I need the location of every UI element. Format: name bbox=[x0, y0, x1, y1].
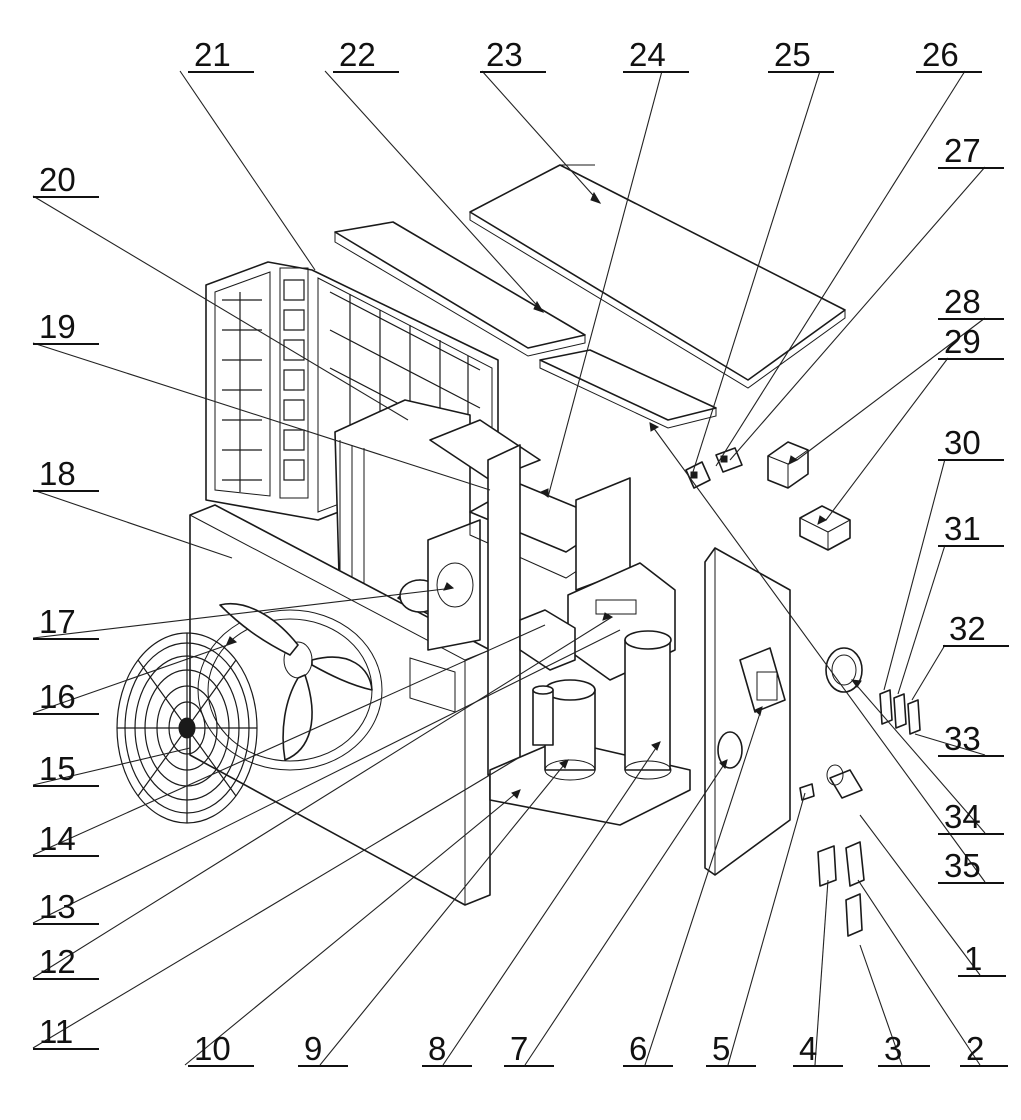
callout-12: 12 bbox=[39, 943, 76, 980]
top-cover-panel bbox=[469, 164, 846, 389]
callout-26: 26 bbox=[922, 36, 959, 73]
callout-31: 31 bbox=[944, 510, 981, 547]
callout-28: 28 bbox=[944, 283, 981, 320]
callout-17: 17 bbox=[39, 603, 76, 640]
callout-14: 14 bbox=[39, 820, 76, 857]
callout-34: 34 bbox=[944, 798, 981, 835]
controller-module bbox=[799, 505, 851, 551]
callout-15: 15 bbox=[39, 750, 76, 787]
callout-33: 33 bbox=[944, 720, 981, 757]
callout-4: 4 bbox=[799, 1030, 817, 1067]
fan-guard bbox=[116, 632, 258, 824]
fan-motor bbox=[397, 519, 481, 651]
callout-19: 19 bbox=[39, 308, 76, 345]
callout-8: 8 bbox=[428, 1030, 446, 1067]
callout-21: 21 bbox=[194, 36, 231, 73]
leader-lines bbox=[32, 70, 986, 1066]
callout-16: 16 bbox=[39, 678, 76, 715]
callout-30: 30 bbox=[944, 424, 981, 461]
callout-11: 11 bbox=[39, 1013, 73, 1050]
callout-13: 13 bbox=[39, 888, 76, 925]
callout-23: 23 bbox=[486, 36, 523, 73]
transformer bbox=[767, 441, 809, 489]
callout-18: 18 bbox=[39, 455, 76, 492]
callout-3: 3 bbox=[884, 1030, 902, 1067]
fan-blades bbox=[219, 603, 373, 761]
top-cross-panels bbox=[334, 221, 717, 429]
callout-5: 5 bbox=[712, 1030, 730, 1067]
valves-and-sensors bbox=[799, 764, 865, 937]
callout-7: 7 bbox=[510, 1030, 528, 1067]
callout-6: 6 bbox=[629, 1030, 647, 1067]
callout-24: 24 bbox=[629, 36, 666, 73]
callout-20: 20 bbox=[39, 161, 76, 198]
callout-29: 29 bbox=[944, 323, 981, 360]
callout-2: 2 bbox=[966, 1030, 984, 1067]
compressor-assembly bbox=[489, 630, 691, 826]
callout-32: 32 bbox=[949, 610, 986, 647]
callout-1: 1 bbox=[964, 940, 982, 977]
callout-27: 27 bbox=[944, 132, 981, 169]
callout-25: 25 bbox=[774, 36, 811, 73]
callout-22: 22 bbox=[339, 36, 376, 73]
side-panel bbox=[704, 547, 791, 876]
callout-9: 9 bbox=[304, 1030, 322, 1067]
callout-35: 35 bbox=[944, 847, 981, 884]
callout-10: 10 bbox=[194, 1030, 231, 1067]
